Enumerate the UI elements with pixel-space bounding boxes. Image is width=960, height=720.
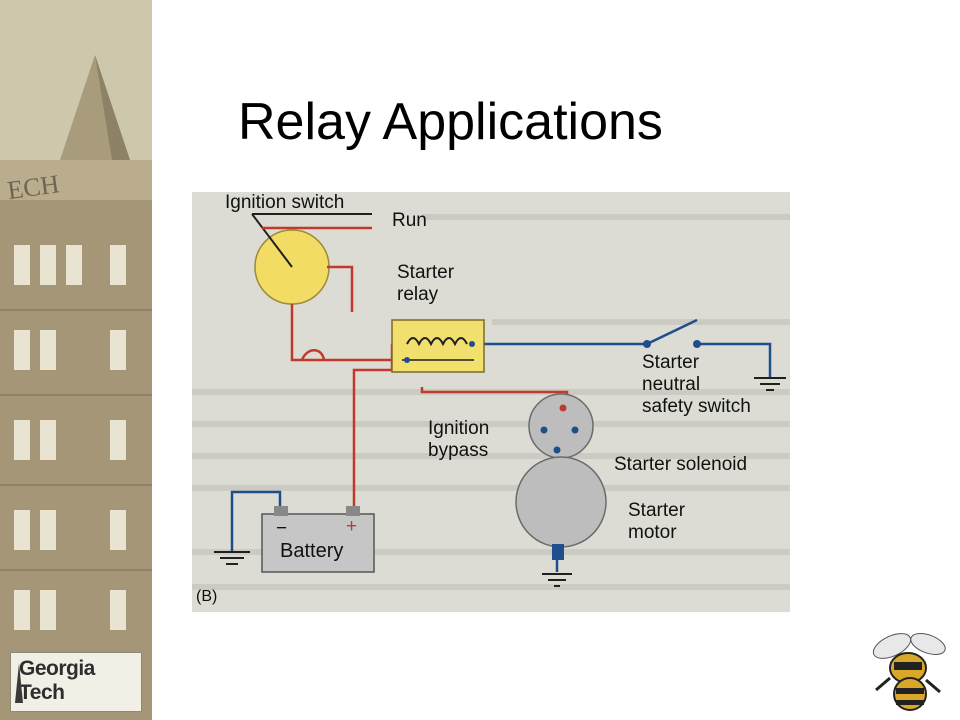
building-illustration: ECH [0, 0, 152, 720]
label-starter-relay: Starter relay [397, 262, 455, 305]
tower-logo-icon [15, 663, 23, 703]
label-battery: Battery [280, 540, 344, 562]
label-figure-tag: (B) [196, 588, 218, 605]
starter-motor-body [515, 456, 607, 548]
safety-switch-contact-left [643, 340, 651, 348]
relay-coil [406, 337, 468, 347]
label-battery-plus: + [346, 516, 358, 537]
label-starter-neutral-safety-switch: Starter neutral safety switch [642, 352, 751, 417]
circuit-wiring [192, 192, 790, 612]
label-battery-minus: − [276, 518, 288, 539]
relay-circuit-diagram: Ignition switch Run Starter relay Starte… [192, 192, 790, 612]
label-ignition-bypass: Ignition bypass [428, 418, 490, 461]
buzz-mascot-icon [872, 633, 946, 711]
label-ignition-switch: Ignition switch [225, 192, 345, 213]
ignition-switch-lever [251, 213, 293, 268]
ground-symbols [214, 377, 786, 587]
svg-text:ECH: ECH [6, 169, 62, 205]
logo-line-1: Georgia [19, 657, 95, 680]
label-starter-solenoid: Starter solenoid [614, 454, 748, 475]
sidebar-building-photo: ECH Georgia Tech [0, 0, 152, 720]
label-starter-motor: Starter motor [628, 500, 686, 543]
starter-relay-box [391, 319, 485, 373]
battery-body [261, 513, 375, 573]
logo-line-2: Tech [19, 681, 65, 704]
slide-title: Relay Applications [238, 93, 663, 151]
label-run: Run [392, 210, 427, 231]
georgia-tech-logo: Georgia Tech [10, 652, 142, 712]
safety-switch-contact-right [693, 340, 701, 348]
starter-solenoid-body [528, 393, 594, 459]
